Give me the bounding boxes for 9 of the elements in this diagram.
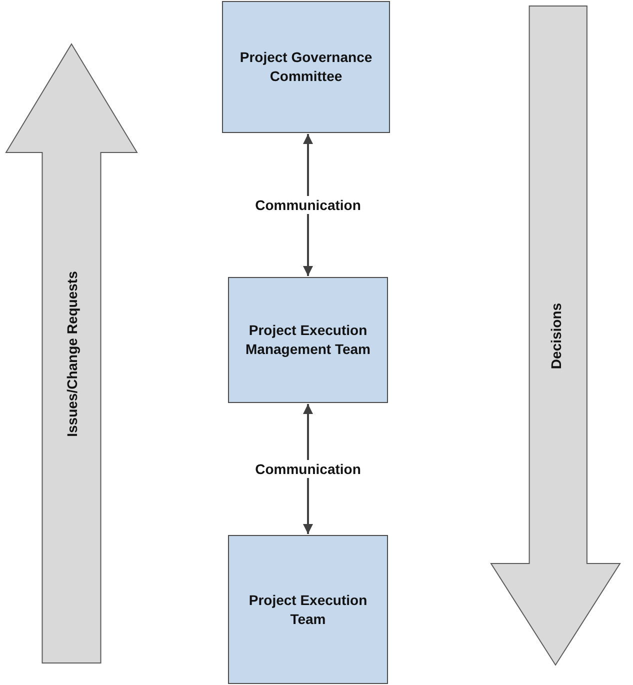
arrow-label: Decisions: [548, 302, 564, 369]
box-label: Project Execution Team: [248, 590, 368, 628]
process-box: [228, 535, 388, 684]
box-label: Project Governance Committee: [238, 48, 374, 86]
process-box: [222, 1, 390, 133]
box-label: Project Execution Management Team: [244, 321, 372, 359]
arrow-label: Issues/Change Requests: [64, 271, 80, 437]
double-arrow: [303, 134, 313, 276]
process-box: [228, 277, 388, 403]
